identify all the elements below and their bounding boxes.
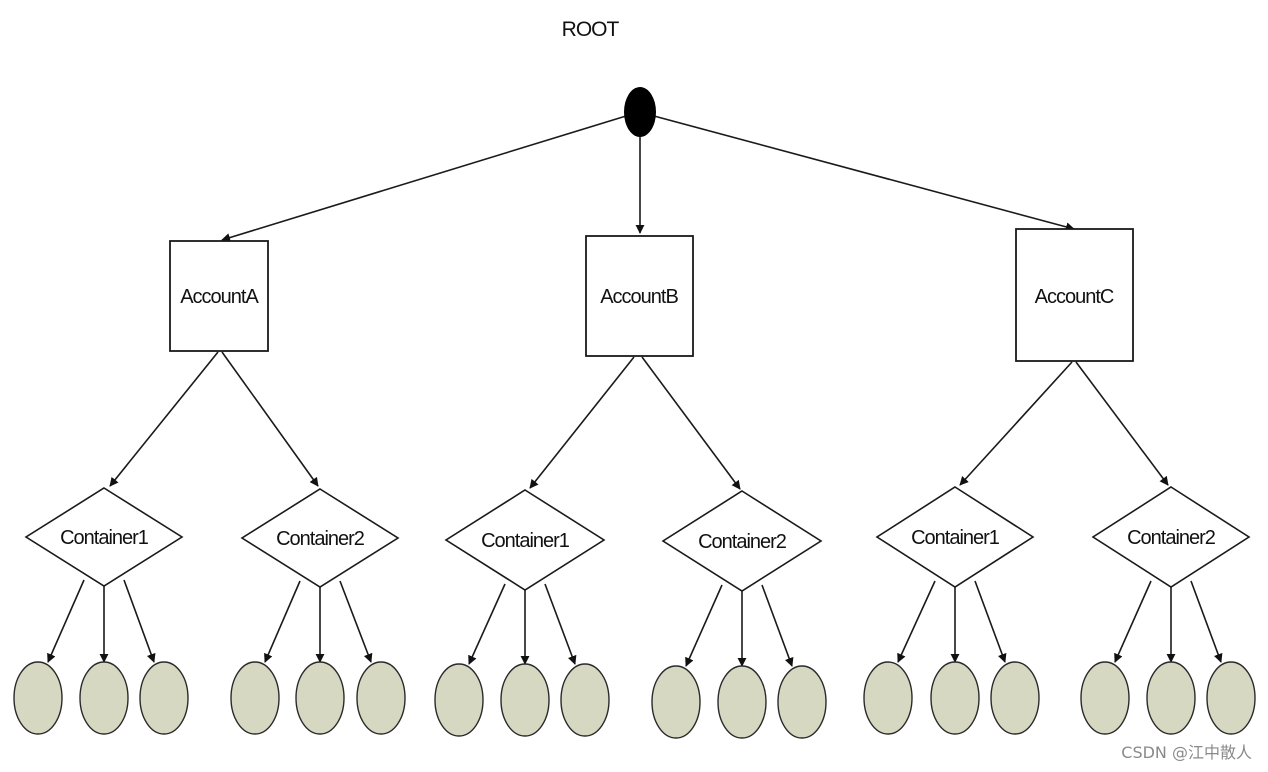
object-node <box>295 661 345 735</box>
root-node <box>624 87 656 137</box>
object-node <box>990 661 1040 735</box>
container-label: Container1 <box>911 527 1000 549</box>
container-label: Container1 <box>60 527 149 549</box>
edge-account-b-container1 <box>529 356 635 489</box>
object-node <box>863 661 913 735</box>
object-node <box>1146 661 1196 735</box>
edge-root-account-a <box>221 115 627 242</box>
edge-container-object <box>544 583 577 665</box>
object-node <box>79 661 129 735</box>
account-label: AccountB <box>600 286 678 308</box>
object-node <box>930 661 980 735</box>
account-node-b: AccountB <box>585 235 694 357</box>
container-label: Container1 <box>481 530 570 552</box>
object-node <box>651 665 701 739</box>
edge-container-object <box>47 579 85 663</box>
object-node <box>717 665 767 739</box>
object-node <box>13 661 63 735</box>
edge-container-object <box>897 580 936 663</box>
object-node <box>230 661 280 735</box>
edge-container-object <box>685 584 723 667</box>
edge-account-b-container2 <box>641 356 741 490</box>
account-node-c: AccountC <box>1015 228 1134 362</box>
edge-container-object <box>264 580 301 663</box>
edge-account-a-container1 <box>109 351 219 487</box>
edge-container-object <box>1114 580 1152 663</box>
object-node <box>1206 661 1256 735</box>
account-label: AccountC <box>1035 286 1114 308</box>
container-label: Container2 <box>698 531 787 553</box>
container-label: Container2 <box>1127 527 1216 549</box>
edge-container-object <box>974 580 1007 663</box>
object-node <box>1080 661 1130 735</box>
edge-container-object <box>339 580 373 663</box>
account-label: AccountA <box>180 286 259 308</box>
root-label: ROOT <box>562 18 620 41</box>
watermark-text: CSDN @江中散人 <box>1121 743 1252 762</box>
object-node <box>434 663 484 737</box>
object-node <box>356 661 406 735</box>
object-node <box>777 665 827 739</box>
container-node-a1: Container1 <box>24 487 184 587</box>
object-nodes <box>13 661 1256 739</box>
container-node-c1: Container1 <box>875 486 1035 588</box>
edge-container-object <box>468 583 506 665</box>
edge-account-a-container2 <box>221 351 319 487</box>
container-node-a2: Container2 <box>240 488 400 588</box>
edge-account-c-container2 <box>1075 361 1169 486</box>
edge-container-object <box>761 584 794 667</box>
container-label: Container2 <box>276 528 365 550</box>
edge-root-account-c <box>653 115 1075 232</box>
object-node <box>560 663 610 737</box>
edge-account-c-container1 <box>959 361 1073 486</box>
container-node-c2: Container2 <box>1091 486 1251 588</box>
container-node-b2: Container2 <box>661 490 823 592</box>
edges <box>47 115 1223 667</box>
edge-container-object <box>123 579 156 663</box>
account-node-a: AccountA <box>169 240 269 352</box>
edge-container-object <box>1190 580 1223 663</box>
container-node-b1: Container1 <box>444 489 606 591</box>
object-node <box>139 661 189 735</box>
object-node <box>500 663 550 737</box>
